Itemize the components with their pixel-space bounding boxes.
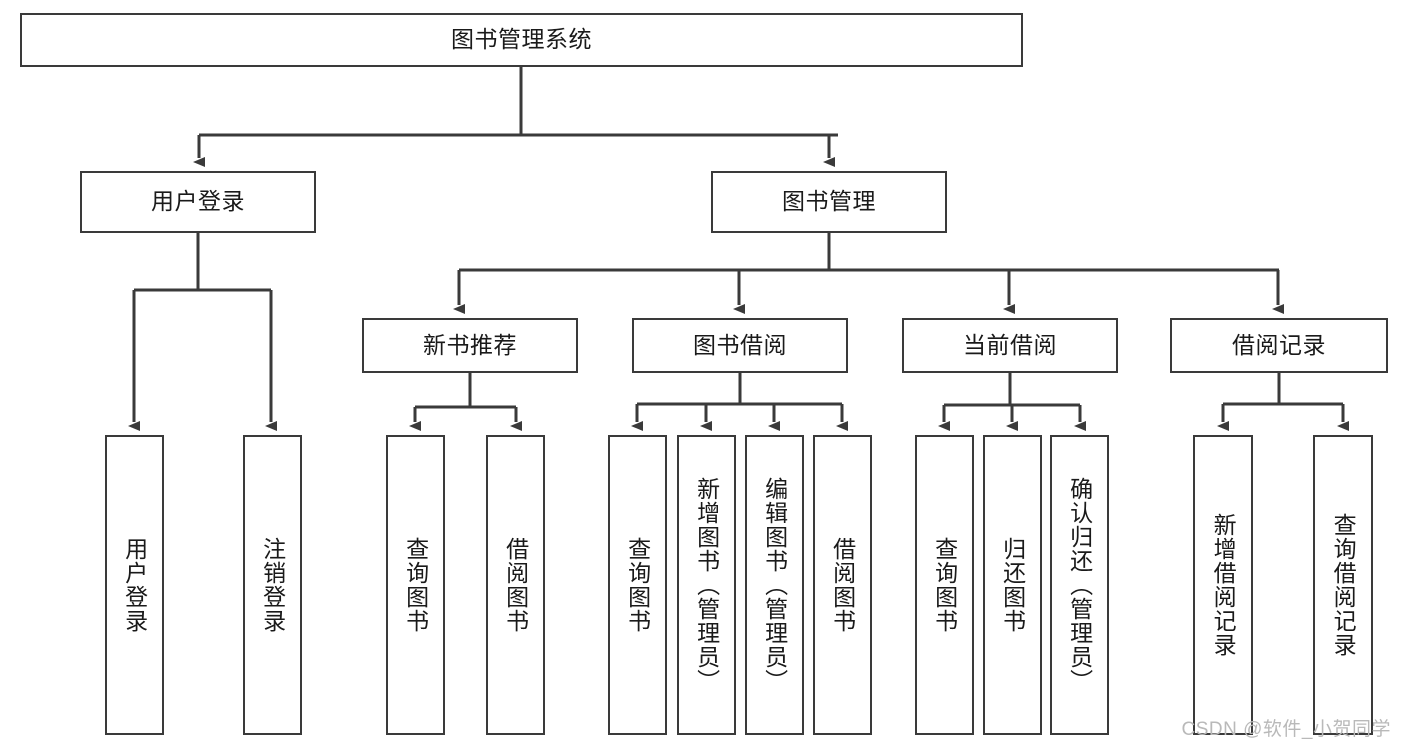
- node-user-login[interactable]: 用户登录: [80, 171, 316, 233]
- node-label: 新增图书（管理员）: [693, 477, 720, 693]
- node-label: 图书管理: [782, 188, 876, 215]
- node-leaf-add-book-admin[interactable]: 新增图书（管理员）: [677, 435, 736, 735]
- node-label: 当前借阅: [963, 331, 1057, 358]
- node-label: 借阅图书: [829, 537, 856, 633]
- node-leaf-query-borrow-record[interactable]: 查询借阅记录: [1313, 435, 1373, 735]
- node-leaf-user-login[interactable]: 用户登录: [105, 435, 164, 735]
- node-label: 查询图书: [402, 537, 429, 633]
- node-label: 图书借阅: [693, 331, 787, 358]
- csdn-watermark: CSDN @软件_小贺同学: [1181, 719, 1391, 740]
- node-leaf-logout[interactable]: 注销登录: [243, 435, 302, 735]
- node-label: 用户登录: [151, 188, 245, 215]
- node-label: 新增借阅记录: [1210, 513, 1237, 657]
- node-label: 查询图书: [931, 537, 958, 633]
- node-label: 编辑图书（管理员）: [761, 477, 788, 693]
- node-borrow-record[interactable]: 借阅记录: [1170, 318, 1388, 373]
- node-book-management[interactable]: 图书管理: [711, 171, 947, 233]
- node-label: 借阅记录: [1232, 331, 1326, 358]
- node-root[interactable]: 图书管理系统: [20, 13, 1023, 67]
- node-leaf-add-borrow-record[interactable]: 新增借阅记录: [1193, 435, 1253, 735]
- node-label: 借阅图书: [502, 537, 529, 633]
- node-leaf-borrow-book-recommend[interactable]: 借阅图书: [486, 435, 545, 735]
- node-current-borrow[interactable]: 当前借阅: [902, 318, 1118, 373]
- node-label: 确认归还（管理员）: [1066, 477, 1093, 693]
- node-label: 查询借阅记录: [1330, 513, 1357, 657]
- node-label: 新书推荐: [423, 331, 517, 358]
- node-label: 用户登录: [121, 537, 148, 633]
- node-book-borrow[interactable]: 图书借阅: [632, 318, 848, 373]
- node-leaf-confirm-return-admin[interactable]: 确认归还（管理员）: [1050, 435, 1109, 735]
- node-leaf-query-book-borrow[interactable]: 查询图书: [608, 435, 667, 735]
- node-leaf-borrow-book[interactable]: 借阅图书: [813, 435, 872, 735]
- node-leaf-edit-book-admin[interactable]: 编辑图书（管理员）: [745, 435, 804, 735]
- node-leaf-query-book-current[interactable]: 查询图书: [915, 435, 974, 735]
- node-label: 查询图书: [624, 537, 651, 633]
- node-new-book-recommend[interactable]: 新书推荐: [362, 318, 578, 373]
- node-label: 归还图书: [999, 537, 1026, 633]
- node-label: 图书管理系统: [451, 26, 592, 53]
- node-leaf-return-book[interactable]: 归还图书: [983, 435, 1042, 735]
- node-leaf-query-book-recommend[interactable]: 查询图书: [386, 435, 445, 735]
- node-label: 注销登录: [259, 537, 286, 633]
